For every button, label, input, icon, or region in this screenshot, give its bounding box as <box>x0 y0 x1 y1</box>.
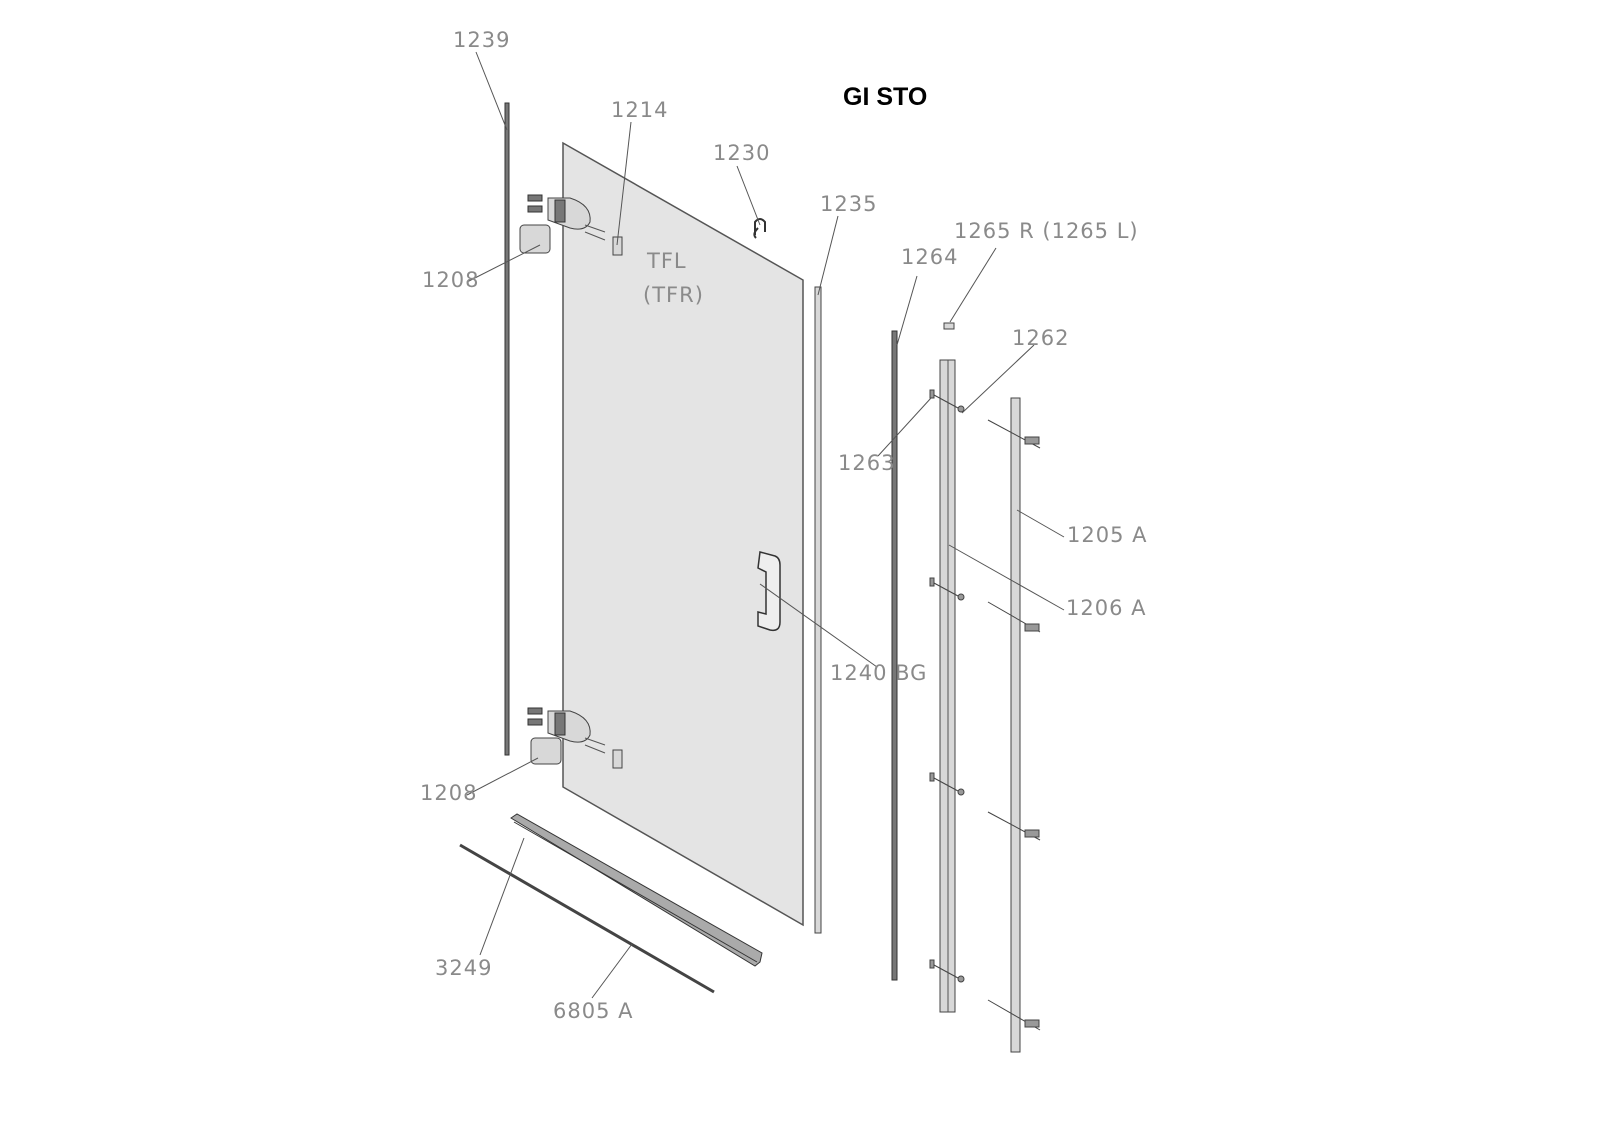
label-1265: 1265 R (1265 L) <box>954 219 1139 243</box>
label-1214: 1214 <box>611 98 668 122</box>
label-1230: 1230 <box>713 141 770 165</box>
part-3249-bottom-seal <box>510 813 763 967</box>
panel-label-tfr: (TFR) <box>643 283 704 307</box>
label-1263: 1263 <box>838 451 895 475</box>
part-1239-seal-strip <box>504 102 510 756</box>
label-3249: 3249 <box>435 956 492 980</box>
part-1240-handle <box>757 551 781 632</box>
label-1262: 1262 <box>1012 326 1069 350</box>
product-title: GI STO <box>843 83 927 111</box>
callouts: 1239 1214 1230 1235 1264 1265 R (1265 L)… <box>420 28 1147 1023</box>
label-1264: 1264 <box>901 245 958 269</box>
label-1235: 1235 <box>820 192 877 216</box>
hinge-top <box>519 194 623 256</box>
label-1206a: 1206 A <box>1066 596 1146 620</box>
label-1240bg: 1240 BG <box>830 661 927 685</box>
label-1208-top: 1208 <box>422 268 479 292</box>
part-1265-cap <box>943 322 955 330</box>
part-1264-strip <box>891 330 898 981</box>
label-1205a: 1205 A <box>1067 523 1147 547</box>
label-6805a: 6805 A <box>553 999 633 1023</box>
part-1206a-profile <box>939 359 956 1013</box>
part-6805a-rod <box>459 843 715 994</box>
hinge-bottom <box>527 707 623 769</box>
glass-door-panel: TFL (TFR) <box>562 141 804 927</box>
panel-label-tfl: TFL <box>646 249 687 273</box>
label-1208-bottom: 1208 <box>420 781 477 805</box>
label-1239: 1239 <box>453 28 510 52</box>
part-1235-seal <box>814 286 822 934</box>
part-1230-clip <box>753 218 766 239</box>
part-1205a-wall-profile <box>1010 397 1021 1053</box>
fasteners <box>929 389 1041 1031</box>
